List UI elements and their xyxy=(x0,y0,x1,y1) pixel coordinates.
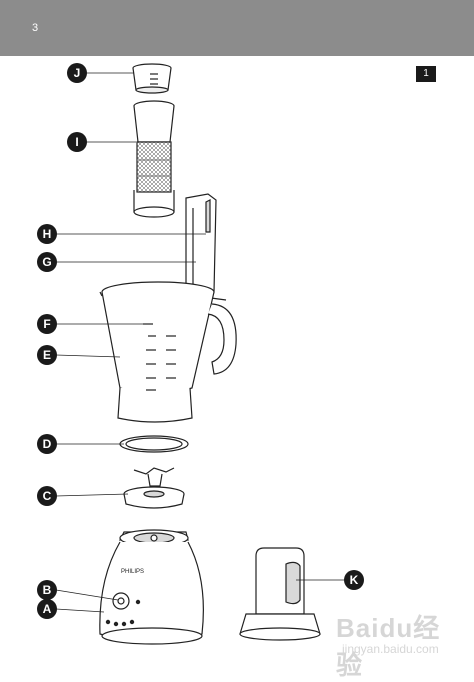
leader-line-a xyxy=(55,608,105,613)
label-d: D xyxy=(37,434,57,454)
label-h: H xyxy=(37,224,57,244)
mill-part xyxy=(239,547,321,641)
brand-logo: PHILIPS xyxy=(121,569,144,575)
leader-line-b xyxy=(55,589,119,601)
sealing-ring-part xyxy=(119,435,189,453)
page-number: 3 xyxy=(32,22,39,34)
blender-jar-part xyxy=(99,281,237,423)
watermark: Baidu经验 jingyan.baidu.com xyxy=(336,608,466,680)
filter-part xyxy=(133,100,175,218)
blade-unit-part xyxy=(123,467,185,509)
label-e: E xyxy=(37,345,57,365)
label-f: F xyxy=(37,314,57,334)
leader-line-e xyxy=(55,354,121,358)
label-b: B xyxy=(37,580,57,600)
label-j: J xyxy=(67,63,87,83)
label-g: G xyxy=(37,252,57,272)
label-k: K xyxy=(344,570,364,590)
label-i: I xyxy=(67,132,87,152)
label-a: A xyxy=(37,599,57,619)
watermark-main: Baidu经验 xyxy=(336,613,441,680)
label-c: C xyxy=(37,486,57,506)
leader-line-c xyxy=(55,493,129,497)
measuring-cup-part xyxy=(132,63,172,94)
motor-unit-part xyxy=(99,529,204,645)
section-tab: 1 xyxy=(416,66,436,82)
page-header-bar: 3 xyxy=(0,0,474,56)
watermark-sub: jingyan.baidu.com xyxy=(342,642,439,656)
